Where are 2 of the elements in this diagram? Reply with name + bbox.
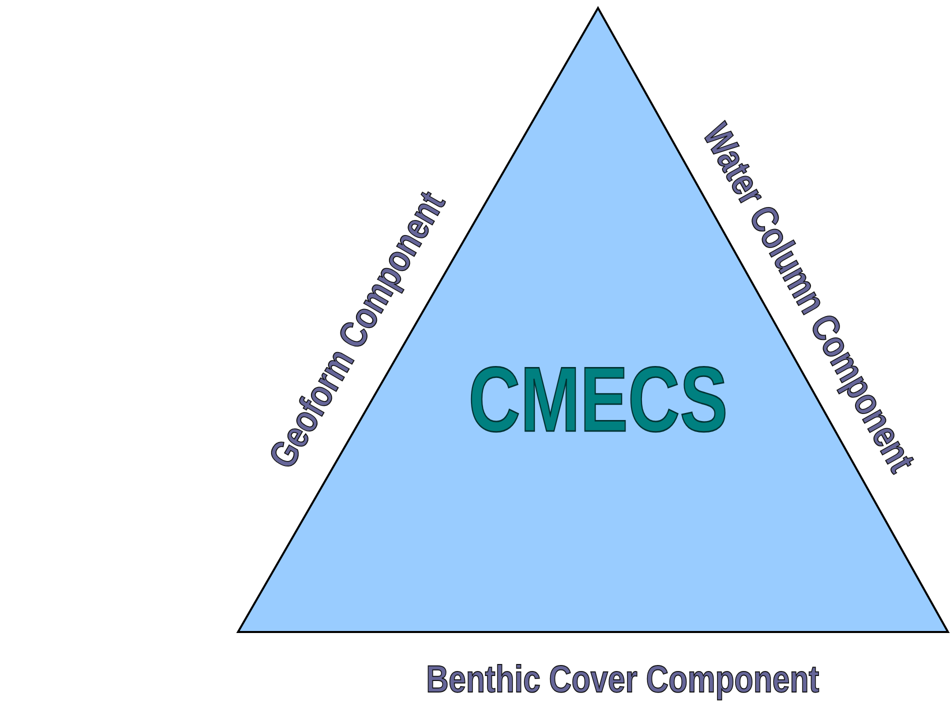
center-title: CMECS <box>468 348 728 452</box>
base-label: Benthic Cover Component <box>426 658 819 702</box>
